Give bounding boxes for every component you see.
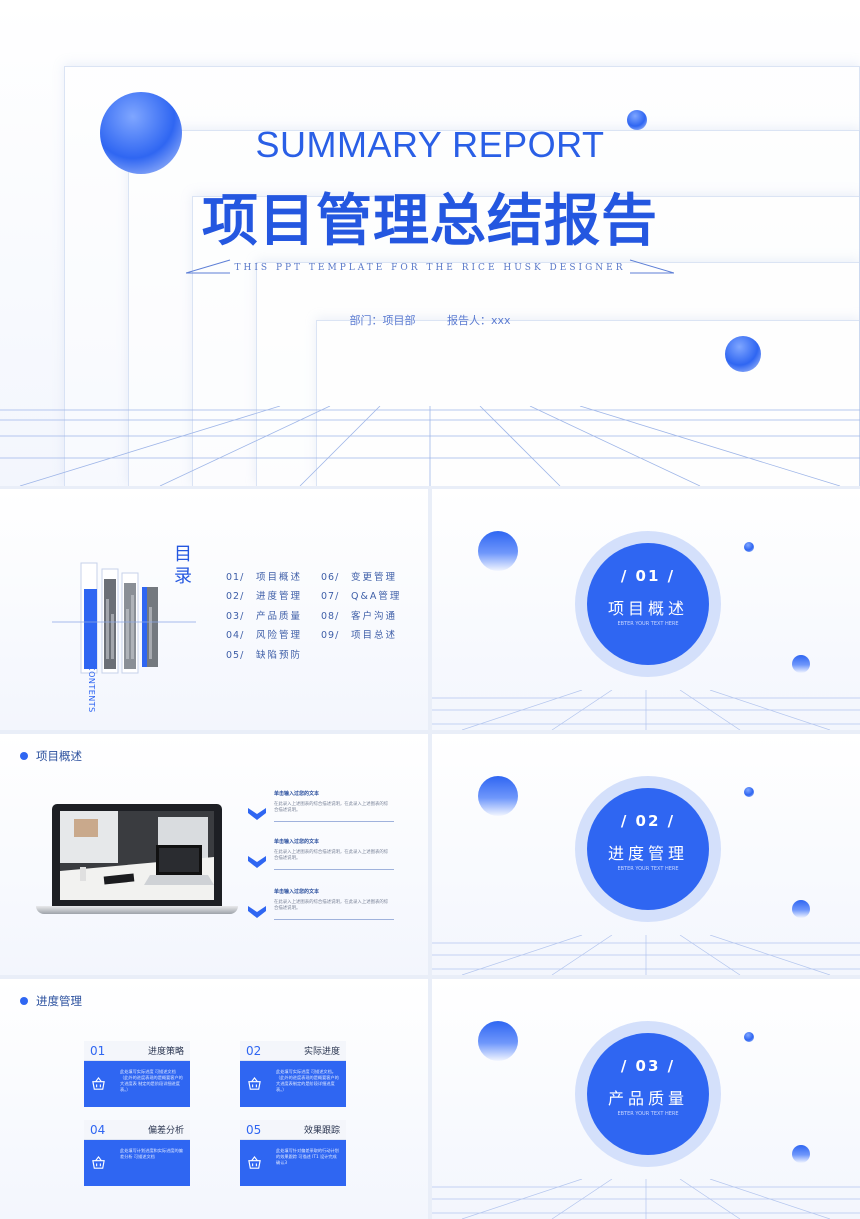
card-number: 02 [246, 1043, 262, 1058]
decor-sphere [792, 655, 810, 673]
desk-scene [60, 811, 214, 900]
section-subtitle: EBTER YOUR TEXT HERE [617, 1111, 679, 1117]
cover-slide: SUMMARY REPORT 项目管理总结报告 THIS PPT TEMPLAT… [0, 0, 860, 486]
section-number: / 02 / [620, 812, 676, 830]
basket-icon [92, 1076, 105, 1090]
toc-item[interactable]: 07/Q&A管理 [321, 591, 402, 603]
toc-item[interactable]: 05/缺陷预防 [226, 649, 303, 661]
photo-strips [52, 562, 196, 674]
depth-frame [64, 66, 860, 486]
progress-card: 02 实际进度 此处填写实际进度 可描述文档。（此外的进度表现的是概要客户的大进度… [240, 1041, 346, 1107]
chevron-down-icon [248, 856, 266, 868]
section-number: / 01 / [620, 567, 676, 585]
decor-sphere [478, 776, 518, 816]
toc-slide: CONTENTS 目录 01/项目概述 02/进度管理 03/产品质量 04/风… [0, 489, 428, 730]
toc-item[interactable]: 01/项目概述 [226, 572, 303, 583]
contents-label: CONTENTS [87, 665, 96, 713]
tagline: THIS PPT TEMPLATE FOR THE RICE HUSK DESI… [234, 263, 626, 273]
toc-item[interactable]: 08/客户沟通 [321, 610, 398, 622]
decor-sphere [627, 110, 647, 130]
reporter-label: 报告人：xxx [446, 314, 511, 327]
laptop-photo [60, 811, 214, 900]
chevron-down-icon [248, 906, 266, 918]
toc-item[interactable]: 02/进度管理 [226, 591, 303, 603]
section-slide-01: / 01 / 项目概述 EBTER YOUR TEXT HERE [432, 489, 860, 730]
toc-heading: 目录 [174, 544, 192, 587]
section-disc: / 01 / 项目概述 EBTER YOUR TEXT HERE [587, 543, 709, 665]
decor-sphere [744, 542, 754, 552]
progress-slide: 进度管理 01 进度策略 此处填写实际进度 可描述文档（此外的进度表现的是概要客户… [0, 979, 428, 1219]
grid-floor [432, 690, 860, 730]
chevron-down-icon [248, 808, 266, 820]
cover-meta: 部门：项目部 报告人：xxx [0, 312, 860, 328]
toc-item[interactable]: 09/项目总述 [321, 630, 398, 642]
toc-list-right: 06/变更管理 07/Q&A管理 08/客户沟通 09/项目总述 [321, 569, 401, 647]
toc-item[interactable]: 04/风险管理 [226, 630, 303, 642]
toc-item[interactable]: 03/产品质量 [226, 610, 303, 622]
decor-sphere [744, 1032, 754, 1042]
english-title: SUMMARY REPORT [255, 124, 605, 165]
section-disc: / 02 / 进度管理 EBTER YOUR TEXT HERE [587, 788, 709, 910]
card-number: 01 [90, 1043, 106, 1058]
department-label: 部门：项目部 [349, 314, 416, 327]
card-title: 实际进度 [303, 1047, 340, 1057]
toc-list-left: 01/项目概述 02/进度管理 03/产品质量 04/风险管理 05/缺陷预防 [226, 569, 302, 666]
grid-floor [432, 935, 860, 975]
section-title: 产品质量 [607, 1089, 688, 1108]
progress-card: 05 效果跟踪 此处填写针对偏差采取的行动计划的效果跟踪 可描述 IT1 设计完成… [240, 1120, 346, 1186]
progress-card: 01 进度策略 此处填写实际进度 可描述文档（此外的进度表现的是概要客户的大进度表… [84, 1041, 190, 1107]
toc-item[interactable]: 06/变更管理 [321, 572, 398, 583]
section-slide-02: / 02 / 进度管理 EBTER YOUR TEXT HERE [432, 734, 860, 975]
section-title: 进度管理 [607, 844, 688, 863]
basket-icon [248, 1076, 261, 1090]
grid-floor [432, 1179, 860, 1219]
depth-frame [128, 130, 860, 486]
grid-floor [0, 406, 860, 486]
card-title: 偏差分析 [147, 1126, 184, 1136]
section-subtitle: EBTER YOUR TEXT HERE [617, 621, 679, 627]
section-title: 项目概述 [607, 599, 688, 618]
section-slide-03: / 03 / 产品质量 EBTER YOUR TEXT HERE [432, 979, 860, 1219]
decor-sphere [744, 787, 754, 797]
bullet-dot [20, 752, 28, 760]
decor-sphere [792, 900, 810, 918]
card-number: 04 [90, 1122, 106, 1137]
decor-sphere [792, 1145, 810, 1163]
basket-icon [92, 1155, 105, 1169]
bullet-dot [20, 997, 28, 1005]
depth-frame [256, 262, 860, 486]
card-body: 此处填写实际进度 可描述文档（此外的进度表现的是概要客户的大进度表 制定的是阶段… [120, 1069, 183, 1092]
laptop-mockup [52, 804, 222, 906]
progress-card: 04 偏差分析 此处填写计划进度和实际进度的偏差分析 可描述文档 [84, 1120, 190, 1186]
laptop-base [36, 906, 238, 914]
chinese-title: 项目管理总结报告 [202, 189, 658, 254]
decor-sphere [478, 531, 518, 571]
card-title: 效果跟踪 [303, 1126, 340, 1136]
section-number: / 03 / [620, 1057, 676, 1075]
divider [274, 821, 394, 822]
divider [274, 919, 394, 920]
divider [274, 869, 394, 870]
basket-icon [248, 1155, 261, 1169]
decor-sphere [100, 92, 182, 174]
overview-slide: 项目概述 单击输入过您的文本 在此录入上述图表的综合描述说明，在此录入上述图表的… [0, 734, 428, 975]
decor-sphere [478, 1021, 518, 1061]
decor-sphere [725, 336, 761, 372]
card-number: 05 [246, 1122, 262, 1137]
tagline-brackets [186, 259, 674, 274]
section-subtitle: EBTER YOUR TEXT HERE [617, 866, 679, 872]
card-body: 此处填写实际进度 可描述文档。（此外的进度表现的是概要客户的大进度表制定的是阶段… [276, 1069, 339, 1092]
card-body: 此处填写针对偏差采取的行动计划的效果跟踪 可描述 IT1 设计完成确认3 [276, 1148, 339, 1165]
page-title: 项目概述 [20, 748, 82, 764]
page-title: 进度管理 [20, 993, 82, 1009]
card-title: 进度策略 [147, 1047, 184, 1057]
card-body: 此处填写计划进度和实际进度的偏差分析 可描述文档 [120, 1148, 183, 1159]
section-disc: / 03 / 产品质量 EBTER YOUR TEXT HERE [587, 1033, 709, 1155]
